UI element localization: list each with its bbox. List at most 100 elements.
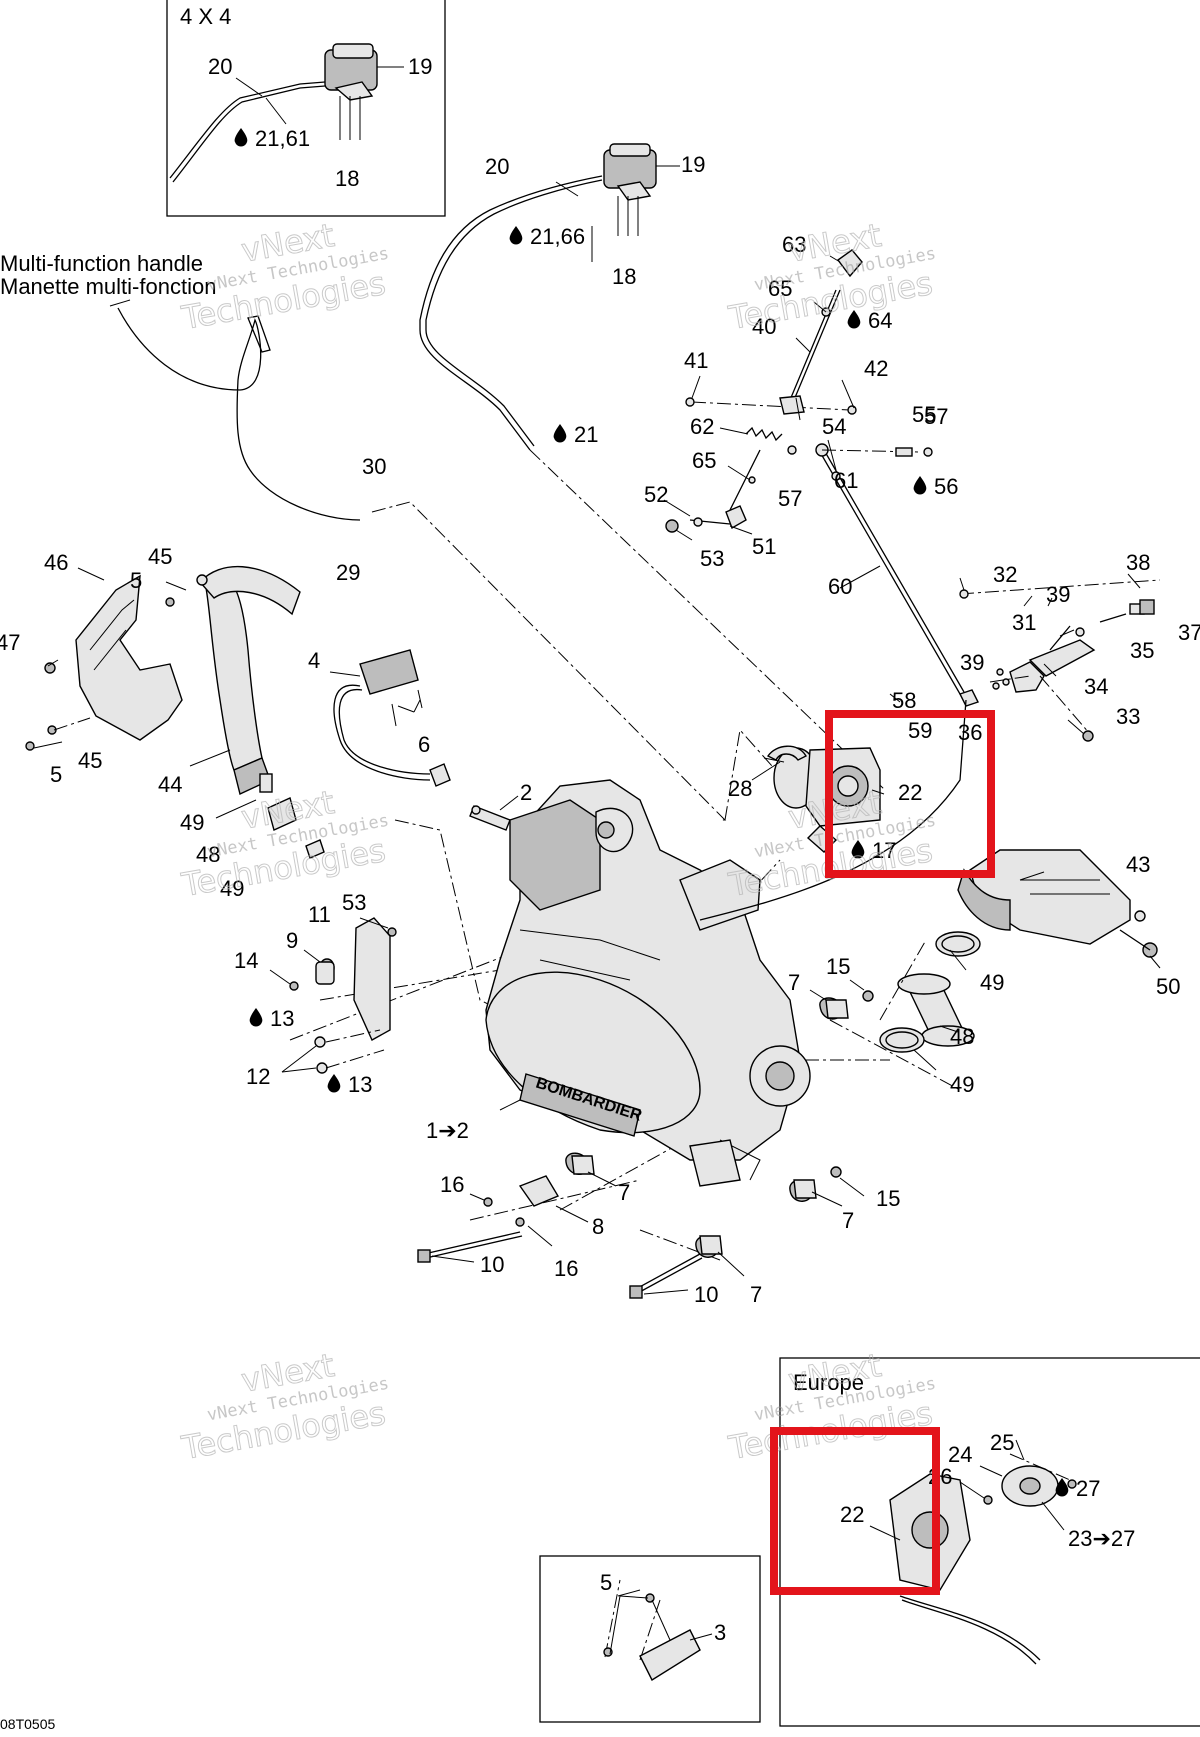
callout-9: 65	[768, 276, 792, 301]
throttle-body	[751, 745, 881, 853]
callout-37: 58	[892, 688, 916, 713]
callout-57: 43	[1126, 852, 1150, 877]
callout-69: 49	[950, 1072, 974, 1097]
oil-drop-icon	[553, 424, 567, 443]
callout-66: 15	[826, 954, 850, 979]
callout-50: 2	[520, 780, 532, 805]
callout-22: 52	[644, 482, 668, 507]
callout-46: 5	[50, 762, 62, 787]
callout-45: 45	[78, 748, 102, 773]
callout-74: 8	[592, 1214, 604, 1239]
callout-18: 65	[692, 448, 716, 473]
callout-20: 56	[934, 474, 958, 499]
callout-64: 13	[348, 1072, 372, 1097]
callout-54: 28	[728, 776, 752, 801]
callout-42: 45	[148, 544, 172, 569]
callout-14: 62	[690, 414, 714, 439]
callout-28: 60	[828, 574, 852, 599]
callout-33: 31	[1012, 610, 1036, 635]
callout-15: 54	[822, 414, 846, 439]
highlight-part-22-main	[825, 710, 995, 878]
callout-5: 19	[681, 152, 705, 177]
callout-17: 57	[924, 404, 948, 429]
figure-code: 08T0505	[0, 1716, 55, 1732]
heat-shield	[25, 574, 183, 751]
callout-53: 49	[220, 876, 244, 901]
callout-81: 24	[948, 1442, 972, 1467]
callout-86: 23➔27	[1068, 1526, 1135, 1551]
oil-drop-icon	[847, 310, 861, 329]
callout-6: 21,66	[530, 224, 585, 249]
callout-52: 48	[196, 842, 220, 867]
callout-24: 53	[700, 546, 724, 571]
callout-30: 38	[1126, 550, 1150, 575]
callout-85: 22	[840, 1502, 864, 1527]
oil-drop-icon	[1055, 1478, 1069, 1497]
callout-19: 61	[834, 468, 858, 493]
callout-40: 36	[958, 720, 982, 745]
oil-drop-icon	[327, 1074, 341, 1093]
callout-43: 5	[130, 568, 142, 593]
callout-7: 18	[612, 264, 636, 289]
callout-39: 59	[908, 718, 932, 743]
throttle-cam-bracket	[959, 579, 1161, 742]
callout-65: 7	[788, 970, 800, 995]
lower-mounts	[417, 990, 874, 1299]
air-intake	[879, 849, 1158, 1053]
callout-73: 7	[618, 1180, 630, 1205]
inset-europe-title: Europe	[793, 1370, 864, 1395]
callout-23: 51	[752, 534, 776, 559]
callout-75: 16	[554, 1256, 578, 1281]
callout-1: 19	[408, 54, 432, 79]
callout-84: 27	[1076, 1476, 1100, 1501]
callout-71: 1➔2	[426, 1118, 469, 1143]
callout-83: 26	[928, 1464, 952, 1489]
callout-59: 11	[308, 902, 331, 927]
exhaust-pipe	[165, 565, 325, 859]
callout-0: 20	[208, 54, 232, 79]
inset-bracket-frame	[539, 1555, 761, 1723]
oil-drop-icon	[234, 128, 248, 147]
inset-4x4-frame	[166, 0, 446, 217]
callout-34: 35	[1130, 638, 1154, 663]
callout-78: 15	[876, 1186, 900, 1211]
callout-49: 6	[418, 732, 430, 757]
inset-4x4-title: 4 X 4	[180, 4, 231, 29]
oil-drop-icon	[913, 476, 927, 495]
callout-60: 9	[286, 928, 298, 953]
callout-72: 16	[440, 1172, 464, 1197]
lubrication-symbols	[234, 128, 1069, 1497]
highlight-part-22-europe	[770, 1427, 940, 1595]
handle-label-en: Multi-function handle	[0, 251, 203, 276]
callout-87: 5	[600, 1570, 612, 1595]
throttle-handle-main	[117, 143, 680, 521]
callout-68: 48	[950, 1024, 974, 1049]
callout-leaders	[33, 77, 1161, 1641]
callout-80: 10	[694, 1282, 718, 1307]
callout-26: 30	[362, 454, 386, 479]
inset-europe-frame	[779, 1357, 1200, 1727]
callout-44: 47	[0, 630, 20, 655]
callout-58: 53	[342, 890, 366, 915]
oil-drop-icon	[509, 226, 523, 245]
callout-48: 4	[308, 648, 320, 673]
callout-13: 42	[864, 356, 888, 381]
callout-16: 55	[912, 402, 936, 427]
callout-88: 3	[714, 1620, 726, 1645]
callout-11: 40	[752, 314, 776, 339]
callout-82: 25	[990, 1430, 1014, 1455]
engine-mount	[289, 917, 397, 1074]
callout-21: 57	[778, 486, 802, 511]
callout-77: 7	[842, 1208, 854, 1233]
callout-12: 41	[684, 348, 708, 373]
ignition-coil	[333, 649, 511, 831]
throttle-handle-inset	[169, 43, 404, 183]
callout-55: 22	[898, 780, 922, 805]
callout-36: 34	[1084, 674, 1108, 699]
